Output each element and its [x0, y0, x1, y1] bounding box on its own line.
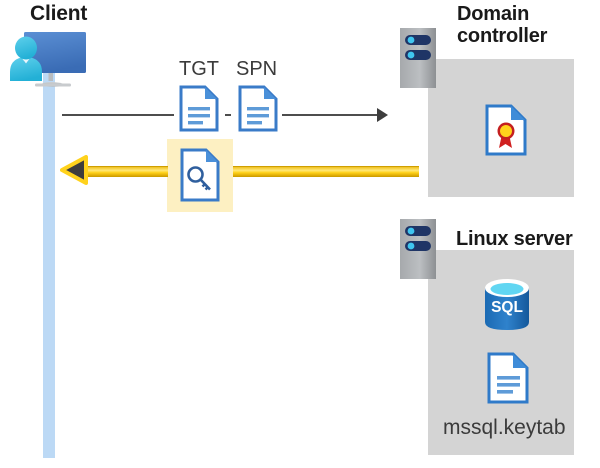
domain-controller-title: Domain controller [457, 3, 547, 48]
linux-server-title: Linux server [456, 228, 573, 250]
keytab-document-icon [487, 352, 529, 404]
workstation-user-icon [10, 32, 86, 87]
client-title: Client [30, 2, 88, 25]
spn-document-icon [238, 85, 278, 132]
domain-controller-server-icon [400, 28, 436, 88]
response-line-left [88, 166, 168, 177]
sql-database-icon: SQL [485, 279, 529, 330]
key-document-icon [180, 148, 220, 202]
response-line-right [233, 166, 419, 177]
keytab-label: mssql.keytab [443, 416, 566, 439]
domain-controller-title-line2: controller [457, 25, 548, 48]
client-lifeline [43, 60, 55, 458]
request-line-left [62, 114, 174, 116]
linux-server-server-icon [400, 219, 436, 279]
spn-label: SPN [236, 58, 278, 80]
response-arrowhead-icon [60, 155, 88, 185]
request-line-right [282, 114, 378, 116]
request-line-mid [225, 114, 231, 116]
tgt-document-icon [179, 85, 219, 132]
sql-database-label: SQL [491, 299, 523, 316]
tgt-label: TGT [179, 58, 219, 80]
domain-controller-title-line1: Domain [457, 3, 530, 25]
request-arrowhead-icon [377, 108, 388, 122]
certificate-document-icon [485, 104, 527, 156]
